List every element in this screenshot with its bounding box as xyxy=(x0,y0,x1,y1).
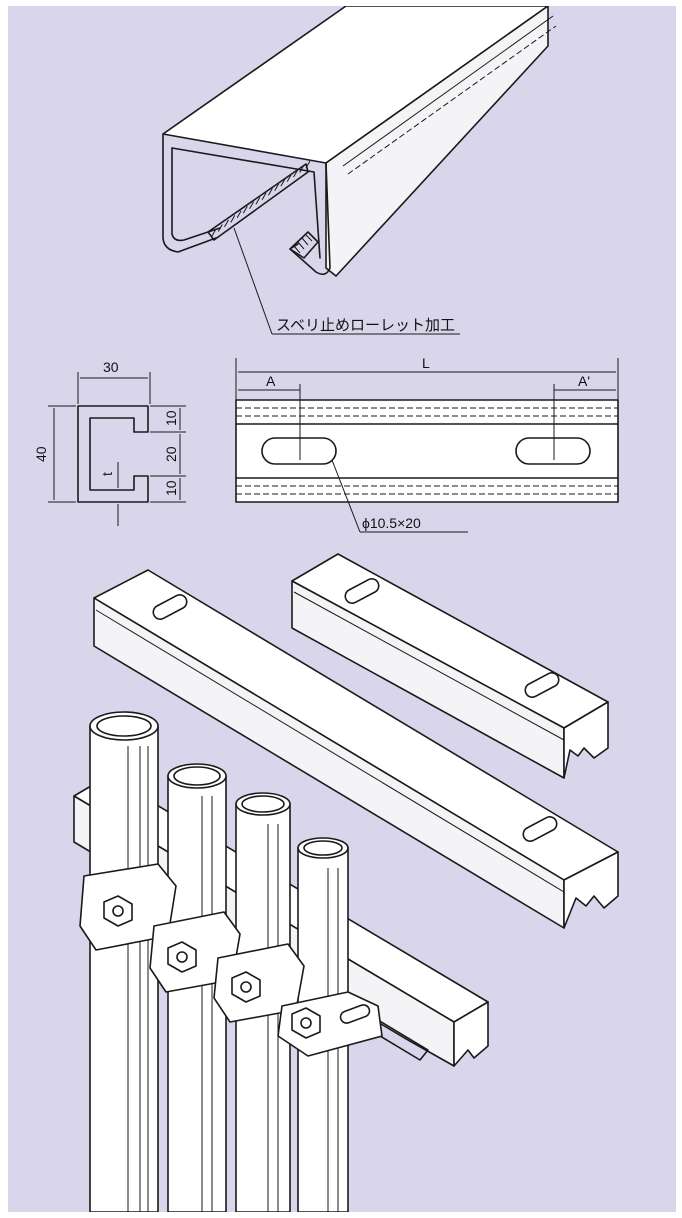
mounting-assembly-illustration xyxy=(73,711,489,1212)
plan-length-label: L xyxy=(422,355,430,371)
section-height-label: 40 xyxy=(33,446,49,462)
slot-hole-right xyxy=(515,437,591,465)
section-thickness-label: t xyxy=(99,472,115,476)
section-width-label: 30 xyxy=(103,359,119,375)
long-channel-illustration xyxy=(93,569,619,929)
knurl-callout-label: スベリ止めローレット加工 xyxy=(276,316,455,334)
section-bottom-lip-label: 10 xyxy=(163,480,179,496)
section-top-lip-label: 10 xyxy=(163,410,179,426)
plan-left-offset-label: A xyxy=(266,373,276,389)
slot-callout-label: ϕ10.5×20 xyxy=(362,515,421,531)
slot-callout: ϕ10.5×20 xyxy=(331,459,468,533)
clamp-4 xyxy=(277,991,383,1057)
section-opening-label: 20 xyxy=(163,446,179,462)
knurl-callout: スベリ止めローレット加工 xyxy=(233,227,460,335)
plan-view-drawing: L A A' xyxy=(235,355,619,503)
diagram-panel: スベリ止めローレット加工 30 40 10 20 10 t L A xyxy=(8,6,676,1212)
short-channel-illustration xyxy=(291,553,609,779)
cross-section-drawing: 30 40 10 20 10 t xyxy=(33,359,186,526)
plan-right-offset-label: A' xyxy=(578,373,590,389)
diagram-canvas: スベリ止めローレット加工 30 40 10 20 10 t L A xyxy=(33,6,619,1212)
knurl-band xyxy=(207,160,311,241)
slot-hole-left xyxy=(261,437,337,465)
clamp-3 xyxy=(213,943,305,1023)
pipe-1 xyxy=(89,711,159,1212)
channel-closeup-illustration xyxy=(162,6,557,277)
